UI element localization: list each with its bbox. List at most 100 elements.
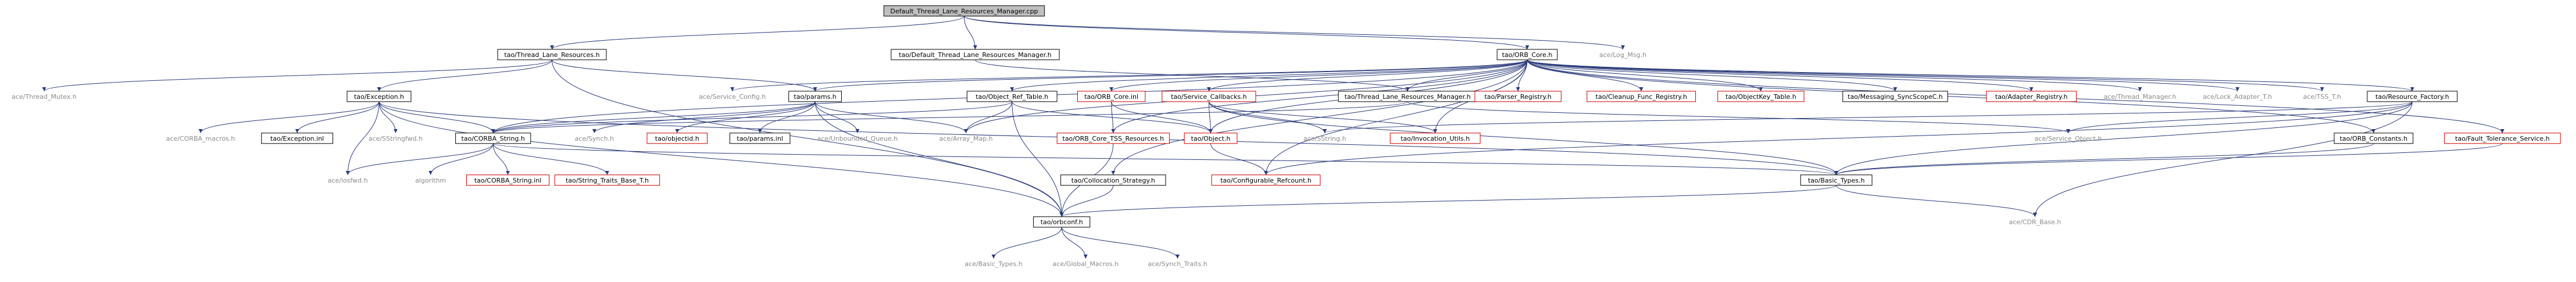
node-service-callbacks-h[interactable]: tao/Service_Callbacks.h	[1162, 91, 1256, 102]
node-label: ace/Log_Msg.h	[1599, 51, 1646, 59]
node-array-map-h: ace/Array_Map.h	[939, 135, 993, 142]
node-object-ref-table-h[interactable]: tao/Object_Ref_Table.h	[966, 91, 1057, 102]
node-label: ace/SStringfwd.h	[369, 135, 423, 142]
node-orbconf-h[interactable]: tao/orbconf.h	[1033, 216, 1091, 228]
node-basic-types-h[interactable]: tao/Basic_Types.h	[1800, 174, 1873, 186]
node-box	[497, 49, 607, 60]
node-params-inl[interactable]: tao/params.inl	[729, 133, 791, 144]
node-cleanup-func-registry-h[interactable]: tao/Cleanup_Func_Registry.h	[1587, 91, 1696, 102]
node-label: tao/CORBA_String.h	[462, 135, 525, 142]
node-box	[966, 91, 1057, 102]
node-label: algorithm	[415, 177, 446, 184]
edge-object-ref-table-h-to-object-h	[1012, 101, 1213, 133]
edge-orb-core-h-to-adapter-registry-h	[1527, 59, 2034, 92]
edge-orb-core-h-to-configurable-refcount-h	[1264, 59, 1528, 175]
node-box	[2334, 133, 2414, 144]
node-corba-string-inl[interactable]: tao/CORBA_String.inl	[466, 174, 550, 186]
node-fault-tolerance-service-h[interactable]: tao/Fault_Tolerance_Service.h	[2444, 133, 2561, 144]
node-orb-core-h[interactable]: tao/ORB_Core.h	[1496, 49, 1558, 60]
edge-orb-constants-h-to-basic-types-h	[1834, 143, 2374, 176]
node-object-h[interactable]: tao/Object.h	[1184, 133, 1238, 144]
node-orb-core-inl[interactable]: tao/ORB_Core.inl	[1077, 91, 1146, 102]
node-orb-constants-h[interactable]: tao/ORB_Constants.h	[2334, 133, 2414, 144]
node-resource-factory-h[interactable]: tao/Resource_Factory.h	[2367, 91, 2458, 102]
edge-params-h-to-orbconf-h	[814, 101, 1064, 217]
edge-resource-factory-h-to-cdr-base-h	[2033, 101, 2413, 217]
node-service-config-h: ace/Service_Config.h	[699, 93, 766, 101]
edge-orb-core-inl-to-object-h	[1111, 101, 1213, 133]
node-collocation-strategy-h[interactable]: tao/Collocation_Strategy.h	[1060, 174, 1166, 186]
edge-exception-h-to-exception-inl	[295, 101, 380, 133]
edge-orb-core-h-to-resource-factory-h	[1527, 59, 2414, 92]
node-ace-basic-types-h: ace/Basic_Types.h	[964, 260, 1022, 268]
node-box	[1474, 91, 1562, 102]
node-label: tao/Object_Ref_Table.h	[976, 93, 1048, 101]
node-label: tao/objectid.h	[655, 135, 699, 142]
node-exception-h[interactable]: tao/Exception.h	[346, 91, 412, 102]
node-label: tao/Invocation_Utils.h	[1400, 135, 1470, 142]
node-params-h[interactable]: tao/params.h	[788, 91, 842, 102]
node-messaging-syncscopec-h[interactable]: tao/Messaging_SyncScopeC.h	[1842, 91, 1948, 102]
node-iosfwd-h: ace/iosfwd.h	[328, 177, 368, 184]
node-label: tao/Basic_Types.h	[1808, 177, 1865, 184]
node-label: ace/CDR_Base.h	[2009, 219, 2061, 226]
edge-params-h-to-corba-string-h	[491, 101, 816, 134]
node-algorithm: algorithm	[415, 177, 446, 184]
node-label: ace/SString.h	[1303, 135, 1346, 142]
node-label: ace/Synch.h	[575, 135, 614, 142]
node-label: ace/Lock_Adapter_T.h	[2203, 93, 2272, 101]
edge-service-callbacks-h-to-basic-types-h	[1208, 101, 1839, 175]
edge-resource-factory-h-to-service-object-h	[2066, 101, 2413, 134]
edge-service-callbacks-h-to-sstring-h	[1208, 101, 1327, 133]
node-label: ace/Unbounded_Queue.h	[817, 135, 898, 142]
node-label: tao/Thread_Lane_Resources_Manager.h	[1345, 93, 1471, 101]
node-box	[1717, 91, 1805, 102]
node-box	[1800, 174, 1873, 186]
node-corba-string-h[interactable]: tao/CORBA_String.h	[455, 133, 531, 144]
node-label: tao/Cleanup_Func_Registry.h	[1596, 93, 1687, 101]
node-box	[646, 133, 708, 144]
node-thread-manager-h: ace/Thread_Manager.h	[2103, 93, 2176, 101]
node-exception-inl[interactable]: tao/Exception.inl	[261, 133, 334, 144]
node-root[interactable]: Default_Thread_Lane_Resources_Manager.cp…	[883, 5, 1045, 17]
edge-tlr-h-to-params-h	[552, 59, 817, 92]
edge-orb-core-h-to-tlrm-h	[1405, 59, 1528, 91]
edge-orb-core-h-to-messaging-syncscopec-h	[1527, 59, 1898, 92]
edge-tlrm-h-to-corba-string-h	[491, 101, 1408, 134]
node-box	[1060, 174, 1166, 186]
node-objectkey-table-h[interactable]: tao/ObjectKey_Table.h	[1717, 91, 1805, 102]
node-tlr-h[interactable]: tao/Thread_Lane_Resources.h	[497, 49, 607, 60]
edge-exception-h-to-iosfwd-h	[345, 101, 380, 175]
node-label: ace/Synch_Traits.h	[1148, 260, 1207, 268]
node-box	[1389, 133, 1481, 144]
node-orb-core-tss-resources-h[interactable]: tao/ORB_Core_TSS_Resources.h	[1056, 133, 1170, 144]
node-label: ace/Thread_Mutex.h	[12, 93, 77, 101]
node-label: ace/CORBA_macros.h	[166, 135, 235, 142]
edge-object-h-to-configurable-refcount-h	[1210, 143, 1268, 175]
edge-orb-core-h-to-cleanup-func-registry-h	[1527, 59, 1644, 91]
node-dtlrm-h[interactable]: tao/Default_Thread_Lane_Resources_Manage…	[891, 49, 1060, 60]
node-adapter-registry-h[interactable]: tao/Adapter_Registry.h	[1986, 91, 2077, 102]
node-box	[788, 91, 842, 102]
edge-orb-core-h-to-thread-manager-h	[1527, 59, 2142, 92]
edge-service-callbacks-h-to-invocation-utils-h	[1208, 101, 1438, 134]
node-unbounded-queue-h: ace/Unbounded_Queue.h	[817, 135, 898, 142]
node-configurable-refcount-h[interactable]: tao/Configurable_Refcount.h	[1211, 174, 1321, 186]
edge-orbconf-h-to-synch-traits-h	[1061, 227, 1180, 259]
node-parser-registry-h[interactable]: tao/Parser_Registry.h	[1474, 91, 1562, 102]
node-label: tao/Object.h	[1191, 135, 1231, 142]
edge-exception-h-to-corba-string-h	[378, 101, 495, 133]
edge-object-ref-table-h-to-orbconf-h	[1012, 101, 1064, 217]
node-label: tao/params.inl	[737, 135, 783, 142]
node-invocation-utils-h[interactable]: tao/Invocation_Utils.h	[1389, 133, 1481, 144]
node-label: tao/Thread_Lane_Resources.h	[504, 51, 599, 59]
node-box	[891, 49, 1060, 60]
node-objectid-h[interactable]: tao/objectid.h	[646, 133, 708, 144]
node-string-traits-base-t-h[interactable]: tao/String_Traits_Base_T.h	[554, 174, 660, 186]
node-box	[2444, 133, 2561, 144]
node-tlrm-h[interactable]: tao/Thread_Lane_Resources_Manager.h	[1338, 91, 1477, 102]
node-cdr-base-h: ace/CDR_Base.h	[2009, 219, 2061, 226]
node-label: tao/Configurable_Refcount.h	[1220, 177, 1312, 184]
edge-exception-h-to-orbconf-h	[378, 101, 1064, 217]
